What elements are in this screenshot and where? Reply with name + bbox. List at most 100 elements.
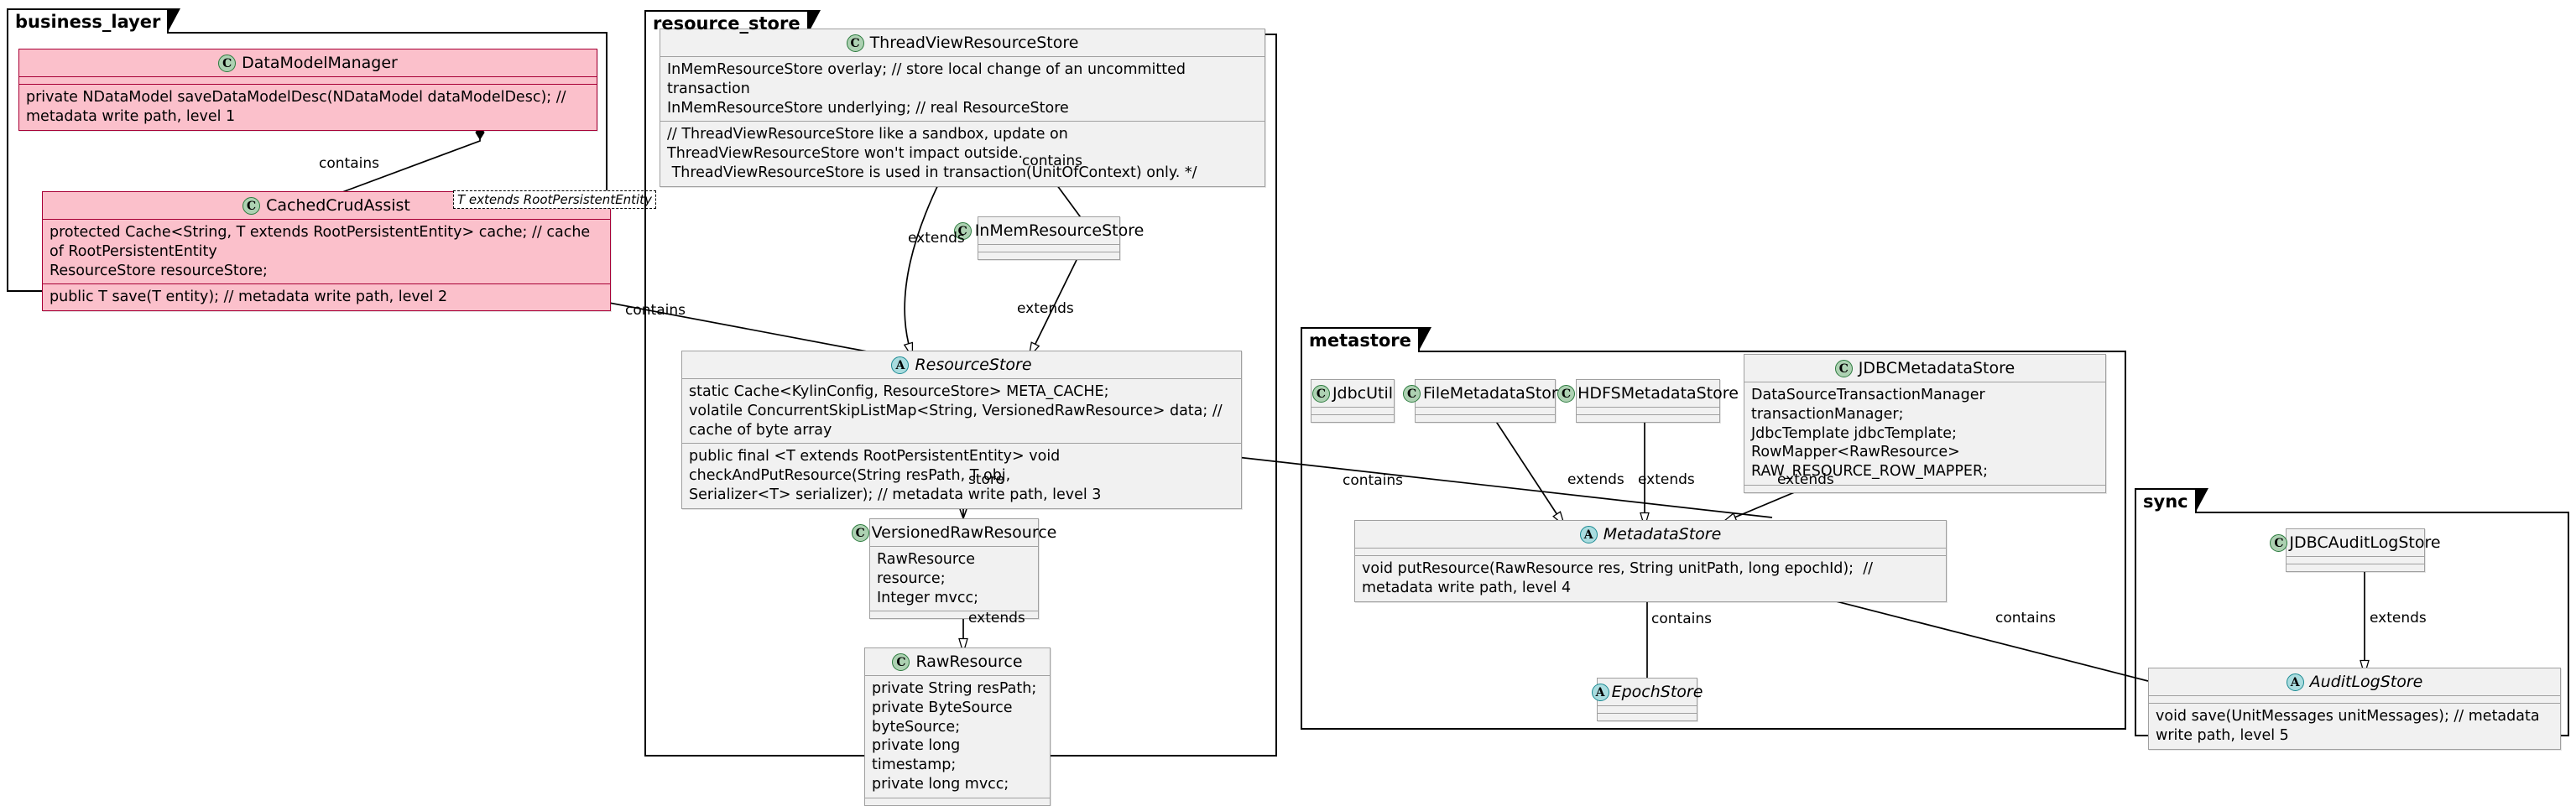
class-resourcestore-header: A ResourceStore: [682, 351, 1241, 378]
class-icon: C: [851, 523, 869, 542]
class-icon: C: [1311, 384, 1330, 403]
class-threadviewresourcestore-name: ThreadViewResourceStore: [869, 34, 1079, 52]
class-jdbcmetadatastore-fields: DataSourceTransactionManager transaction…: [1744, 382, 2105, 485]
class-versionedrawresource-name: VersionedRawResource: [871, 523, 1057, 542]
class-filemetadatastore[interactable]: C FileMetadataStore: [1403, 379, 1567, 423]
edge-label-contains-ms-es: contains: [1651, 611, 1712, 627]
package-resource-store-tab: resource_store: [644, 10, 821, 35]
edge-label-contains-cca-rs: contains: [625, 302, 686, 319]
class-filemetadatastore-fields: [1416, 407, 1555, 414]
class-datamodelmanager-header: C DataModelManager: [19, 49, 597, 76]
class-rawresource-name: RawResource: [915, 653, 1023, 671]
class-jdbcauditlogstore-header: C JDBCAuditLogStore: [2270, 529, 2441, 556]
edge-label-extends-hms-ms: extends: [1638, 471, 1695, 488]
class-versionedrawresource[interactable]: C VersionedRawResource RawResource resou…: [851, 518, 1056, 620]
class-metadatastore[interactable]: A MetadataStore void putResource(RawReso…: [1354, 520, 1947, 602]
class-hdfsmetadatastore[interactable]: C HDFSMetadataStore: [1557, 379, 1739, 423]
class-cachedcrudassist[interactable]: C CachedCrudAssist protected Cache<Strin…: [42, 191, 611, 311]
class-epochstore-methods: [1598, 713, 1697, 720]
class-jdbcmetadatastore-methods: [1744, 484, 2105, 492]
class-filemetadatastore-name: FileMetadataStore: [1423, 384, 1567, 403]
class-inmemresourcestore-methods: [978, 252, 1119, 259]
class-jdbcutil-header: C JdbcUtil: [1311, 380, 1394, 407]
class-resourcestore-name: ResourceStore: [915, 356, 1032, 374]
class-auditlogstore[interactable]: A AuditLogStore void save(UnitMessages u…: [2148, 668, 2561, 750]
class-resourcestore-fields: static Cache<KylinConfig, ResourceStore>…: [682, 378, 1241, 443]
class-versionedrawresource-methods: [870, 611, 1038, 618]
class-jdbcutil-fields: [1311, 407, 1394, 414]
class-inmemresourcestore-fields: [978, 244, 1119, 252]
class-threadviewresourcestore-methods: // ThreadViewResourceStore like a sandbo…: [660, 121, 1265, 185]
class-hdfsmetadatastore-name: HDFSMetadataStore: [1577, 384, 1739, 403]
class-jdbcauditlogstore-methods: [2287, 564, 2424, 571]
class-jdbcauditlogstore[interactable]: C JDBCAuditLogStore: [2270, 528, 2441, 572]
edge-label-extends-imrs-rs: extends: [1017, 300, 1074, 317]
class-hdfsmetadatastore-methods: [1577, 414, 1719, 422]
generic-param-cachedcrudassist: T extends RootPersistentEntity: [453, 190, 656, 209]
abstract-icon: A: [1579, 525, 1598, 543]
class-icon: C: [218, 54, 237, 72]
class-metadatastore-header: A MetadataStore: [1355, 521, 1946, 548]
class-jdbcauditlogstore-name: JDBCAuditLogStore: [2289, 533, 2441, 552]
class-icon: C: [1557, 384, 1576, 403]
class-rawresource[interactable]: C RawResource private String resPath; pr…: [864, 647, 1051, 806]
class-icon: C: [953, 221, 972, 240]
class-jdbcauditlogstore-fields: [2287, 556, 2424, 564]
edge-label-contains-tvrs-imrs: contains: [1022, 153, 1082, 169]
edge-label-store-rs-vrr: store: [968, 471, 1004, 488]
class-jdbcmetadatastore[interactable]: C JDBCMetadataStore DataSourceTransactio…: [1744, 354, 2106, 493]
edge-label-extends-fms-ms: extends: [1567, 471, 1624, 488]
class-resourcestore[interactable]: A ResourceStore static Cache<KylinConfig…: [681, 351, 1242, 509]
class-jdbcmetadatastore-name: JDBCMetadataStore: [1858, 359, 2015, 377]
class-epochstore-fields: [1598, 705, 1697, 713]
class-hdfsmetadatastore-fields: [1577, 407, 1719, 414]
class-datamodelmanager[interactable]: C DataModelManager private NDataModel sa…: [18, 49, 597, 131]
class-epochstore[interactable]: A EpochStore: [1591, 678, 1703, 721]
class-threadviewresourcestore-header: C ThreadViewResourceStore: [660, 29, 1265, 56]
class-icon: C: [242, 196, 261, 215]
edge-label-contains-rs-ms: contains: [1343, 472, 1403, 489]
package-metastore-tab: metastore: [1301, 327, 1431, 352]
class-datamodelmanager-fields: [19, 76, 597, 84]
class-datamodelmanager-name: DataModelManager: [242, 54, 398, 72]
class-icon: C: [1403, 384, 1421, 403]
class-rawresource-fields: private String resPath; private ByteSour…: [865, 675, 1050, 798]
class-metadatastore-name: MetadataStore: [1603, 525, 1722, 543]
class-epochstore-header: A EpochStore: [1591, 679, 1703, 705]
class-resourcestore-methods: public final <T extends RootPersistentEn…: [682, 443, 1241, 507]
class-inmemresourcestore[interactable]: C InMemResourceStore: [953, 216, 1144, 260]
class-jdbcutil-name: JdbcUtil: [1332, 384, 1394, 403]
class-icon: C: [846, 34, 864, 52]
class-threadviewresourcestore[interactable]: C ThreadViewResourceStore InMemResourceS…: [660, 29, 1265, 187]
class-auditlogstore-header: A AuditLogStore: [2149, 668, 2560, 695]
class-inmemresourcestore-header: C InMemResourceStore: [953, 217, 1144, 244]
class-cachedcrudassist-name: CachedCrudAssist: [266, 196, 410, 215]
class-epochstore-name: EpochStore: [1611, 683, 1703, 701]
class-auditlogstore-fields: [2149, 695, 2560, 703]
class-cachedcrudassist-methods: public T save(T entity); // metadata wri…: [43, 283, 610, 310]
class-jdbcmetadatastore-header: C JDBCMetadataStore: [1744, 355, 2105, 382]
edge-label-contains-ms-als: contains: [1995, 610, 2056, 627]
class-inmemresourcestore-name: InMemResourceStore: [974, 221, 1145, 240]
class-hdfsmetadatastore-header: C HDFSMetadataStore: [1557, 380, 1739, 407]
edge-label-contains-dmm-cca: contains: [319, 155, 379, 172]
class-rawresource-methods: [865, 797, 1050, 805]
class-auditlogstore-methods: void save(UnitMessages unitMessages); //…: [2149, 703, 2560, 749]
edge-label-extends-vrr-rr: extends: [968, 610, 1025, 627]
class-datamodelmanager-methods: private NDataModel saveDataModelDesc(NDa…: [19, 84, 597, 130]
edge-label-extends-tvrs-rs: extends: [908, 230, 965, 247]
class-versionedrawresource-fields: RawResource resource; Integer mvcc;: [870, 546, 1038, 611]
class-metadatastore-methods: void putResource(RawResource res, String…: [1355, 555, 1946, 601]
class-threadviewresourcestore-fields: InMemResourceStore overlay; // store loc…: [660, 56, 1265, 121]
edge-label-extends-jals-als: extends: [2370, 610, 2427, 627]
class-auditlogstore-name: AuditLogStore: [2309, 673, 2423, 691]
class-jdbcutil-methods: [1311, 414, 1394, 422]
package-business-layer-tab: business_layer: [7, 8, 181, 34]
edge-label-extends-jms-ms: extends: [1777, 471, 1834, 488]
class-versionedrawresource-header: C VersionedRawResource: [851, 519, 1056, 546]
package-metastore: metastore: [1301, 327, 2126, 730]
class-icon: C: [1834, 359, 1853, 377]
class-filemetadatastore-methods: [1416, 414, 1555, 422]
class-jdbcutil[interactable]: C JdbcUtil: [1311, 379, 1395, 423]
abstract-icon: A: [1591, 683, 1609, 701]
